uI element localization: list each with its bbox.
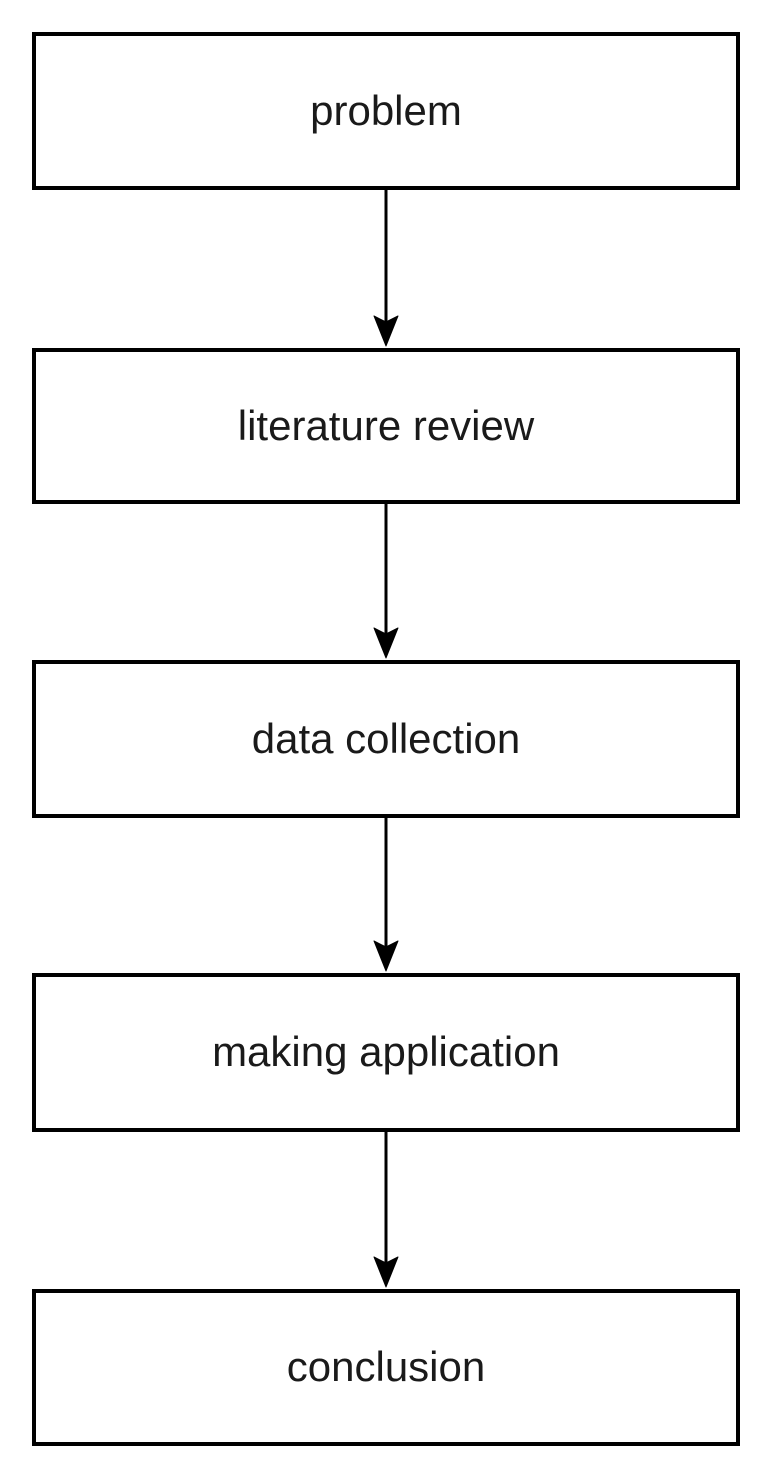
flow-node-conclusion: conclusion <box>32 1289 740 1446</box>
flow-node-problem: problem <box>32 32 740 190</box>
flow-node-label: literature review <box>237 401 535 449</box>
flow-node-label: making application <box>212 1028 560 1076</box>
flow-node-literature-review: literature review <box>32 348 740 504</box>
flow-arrow-making-application-to-conclusion <box>373 1132 399 1288</box>
flow-node-label: problem <box>310 86 462 134</box>
flow-node-label: data collection <box>251 714 521 762</box>
flow-arrow-problem-to-literature-review <box>373 190 399 347</box>
flow-node-data-collection: data collection <box>32 660 740 818</box>
flow-arrow-data-collection-to-making-application <box>373 818 399 972</box>
flow-arrow-literature-review-to-data-collection <box>373 504 399 659</box>
flow-node-making-application: making application <box>32 973 740 1132</box>
flow-node-label: conclusion <box>286 1343 486 1391</box>
